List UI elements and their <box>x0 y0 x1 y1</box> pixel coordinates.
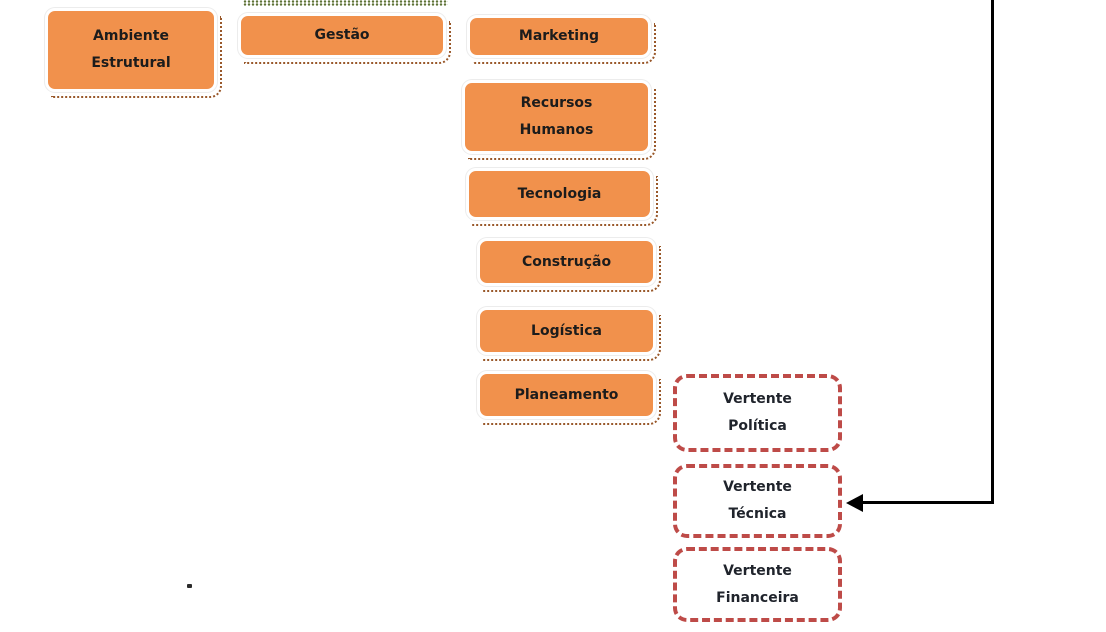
cropped-green-box-dotted-edge <box>243 0 448 6</box>
node-vertente-tecnica: Vertente Técnica <box>673 464 842 538</box>
node-logistica: Logística <box>477 307 661 361</box>
node-label: Vertente Financeira <box>716 562 799 606</box>
node-vertente-financeira: Vertente Financeira <box>673 547 842 622</box>
node-label: Recursos Humanos <box>519 95 594 138</box>
node-label: Tecnologia <box>517 185 602 202</box>
stray-period-mark <box>187 584 192 588</box>
node-label: Vertente Técnica <box>723 479 792 522</box>
node-tecnologia: Tecnologia <box>466 168 658 226</box>
connector-horizontal-line <box>858 501 994 504</box>
node-label: Marketing <box>518 28 600 44</box>
node-label: Construção <box>521 253 612 270</box>
node-construcao: Construção <box>477 238 661 292</box>
node-gestao: Gestão <box>238 13 451 64</box>
node-label: Planeamento <box>514 386 619 403</box>
node-label: Gestão <box>314 27 370 43</box>
node-ambiente-estrutural: Ambiente Estrutural <box>45 8 222 98</box>
connector-vertical-line <box>991 0 994 504</box>
node-label: Vertente Política <box>723 391 792 434</box>
node-recursos-humanos: Recursos Humanos <box>462 80 656 160</box>
node-label: Logística <box>531 322 602 339</box>
node-planeamento: Planeamento <box>477 371 661 425</box>
node-vertente-politica: Vertente Política <box>673 374 842 452</box>
arrow-left-icon <box>846 494 863 512</box>
node-label: Ambiente Estrutural <box>91 28 171 71</box>
node-marketing: Marketing <box>467 15 656 64</box>
